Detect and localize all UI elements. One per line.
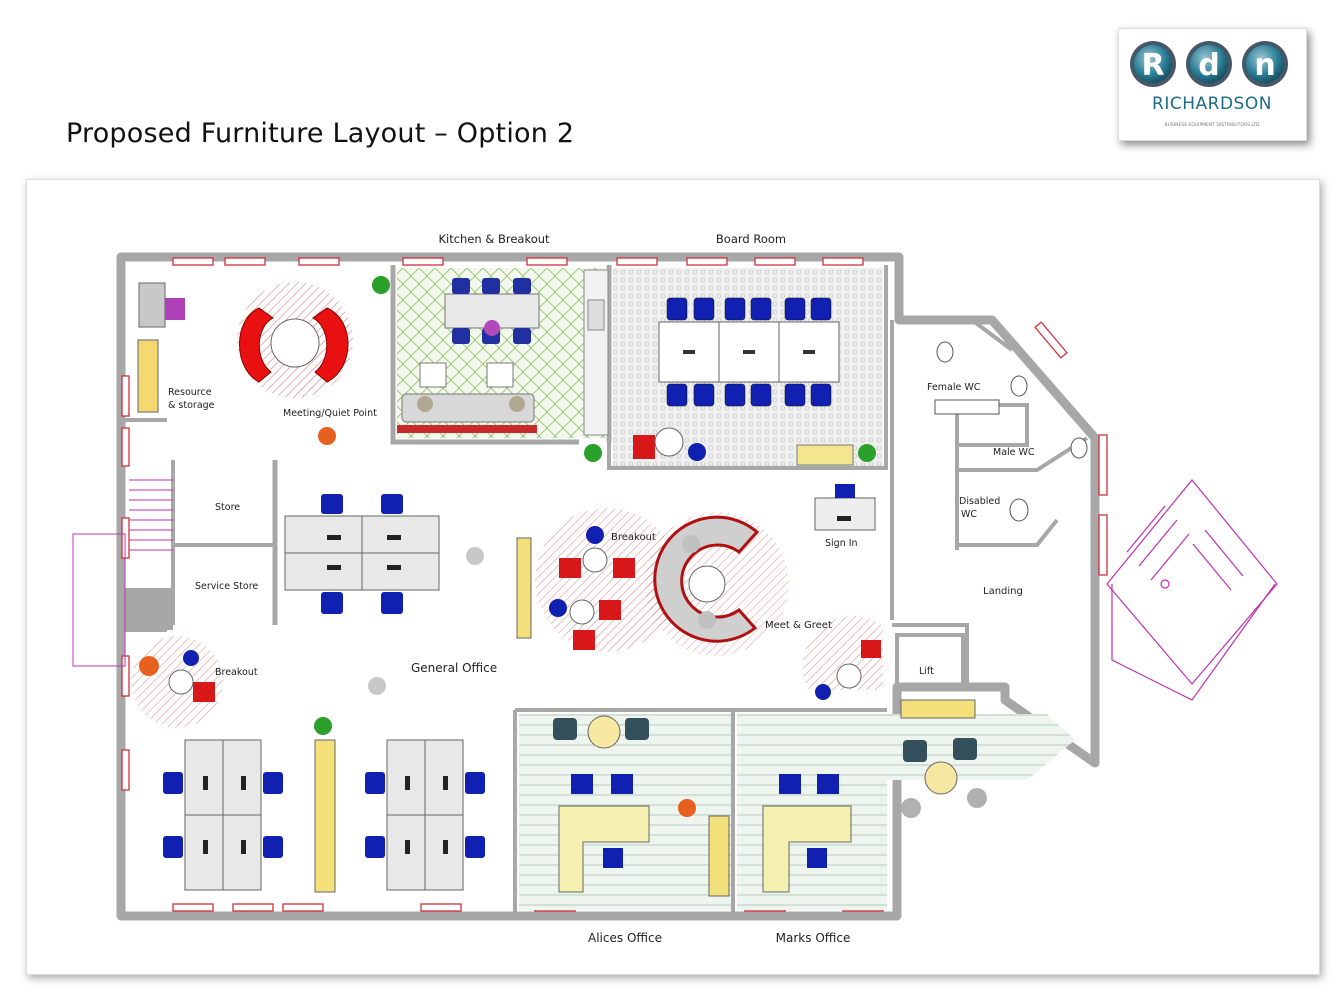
label-resource-storage: & storage bbox=[168, 400, 215, 411]
desk-cluster-2 bbox=[163, 739, 336, 893]
logo-company-name: RICHARDSON bbox=[1152, 94, 1272, 114]
logo-tagline: BUSINESS EQUIPMENT DISTRIBUTORS LTD bbox=[1165, 122, 1260, 128]
label-lift: Lift bbox=[919, 666, 934, 677]
label-breakout-left: Breakout bbox=[215, 667, 258, 678]
label-marks-office: Marks Office bbox=[776, 931, 851, 945]
logo-letter-1: R bbox=[1141, 48, 1164, 83]
building-walls bbox=[116, 252, 1100, 921]
label-sign-in: Sign In bbox=[825, 538, 858, 549]
label-general-office: General Office bbox=[411, 661, 497, 675]
logo-circle-n-icon: n bbox=[1242, 41, 1288, 87]
kitchen-chair bbox=[513, 278, 531, 294]
board-room bbox=[613, 268, 883, 466]
person-icon bbox=[901, 798, 921, 818]
label-service-store: Service Store bbox=[195, 581, 258, 592]
landing-lounge bbox=[887, 699, 1075, 818]
label-disabled-wc: WC bbox=[961, 509, 977, 520]
copier-icon bbox=[138, 282, 166, 328]
logo-circle-d-icon: d bbox=[1186, 41, 1232, 87]
floor-plan: Kitchen & Breakout Board Room Resource &… bbox=[26, 179, 1320, 975]
alices-office bbox=[519, 714, 731, 910]
label-male-wc: Male WC bbox=[993, 447, 1035, 458]
kitchen-counter bbox=[583, 269, 609, 436]
person-icon bbox=[509, 396, 525, 412]
logo-letter-2: d bbox=[1198, 48, 1219, 83]
label-female-wc: Female WC bbox=[927, 382, 981, 393]
stairs-left bbox=[72, 479, 173, 667]
breakout-right bbox=[802, 615, 883, 700]
stool bbox=[688, 443, 706, 461]
bench-storage bbox=[516, 537, 532, 639]
person-icon bbox=[139, 656, 159, 676]
person-icon bbox=[698, 611, 716, 629]
label-alices-office: Alices Office bbox=[588, 931, 662, 945]
main-stairs bbox=[1106, 479, 1278, 701]
kitchen-chair bbox=[452, 328, 470, 344]
label-store: Store bbox=[215, 502, 240, 513]
kitchen-chair bbox=[513, 328, 531, 344]
person-icon bbox=[466, 547, 484, 565]
label-breakout-center: Breakout bbox=[611, 532, 656, 543]
label-meeting: Meeting/Quiet Point bbox=[283, 408, 377, 419]
reception-desk bbox=[653, 515, 760, 643]
storage-cabinet bbox=[137, 339, 159, 413]
credenza bbox=[796, 444, 854, 466]
breakout-left bbox=[131, 636, 386, 728]
person-icon bbox=[318, 427, 336, 445]
label-board-room: Board Room bbox=[716, 232, 786, 246]
person-icon bbox=[484, 320, 500, 336]
sink-icon bbox=[587, 299, 605, 331]
kitchen-area bbox=[397, 268, 609, 438]
kitchen-chair bbox=[452, 278, 470, 294]
label-kitchen: Kitchen & Breakout bbox=[438, 232, 550, 246]
person-icon bbox=[368, 677, 386, 695]
resource-storage bbox=[137, 282, 185, 413]
sign-in-desk bbox=[814, 484, 876, 531]
logo-letter-3: n bbox=[1254, 48, 1275, 83]
label-disabled: Disabled bbox=[959, 496, 1000, 507]
person-icon bbox=[967, 788, 987, 808]
person-icon bbox=[682, 535, 700, 553]
person-icon bbox=[417, 396, 433, 412]
breakout-center bbox=[535, 508, 679, 652]
person-icon bbox=[165, 298, 185, 320]
person-icon bbox=[678, 799, 696, 817]
logo-circle-r-icon: R bbox=[1130, 41, 1176, 87]
kitchen-sofa bbox=[401, 393, 535, 423]
kitchen-chair bbox=[482, 278, 500, 294]
page-title: Proposed Furniture Layout – Option 2 bbox=[66, 118, 575, 149]
desk-cluster-3 bbox=[365, 739, 485, 891]
desk-cluster-1 bbox=[284, 494, 532, 639]
wc-fixtures bbox=[934, 341, 1088, 522]
kitchen-stool bbox=[419, 362, 447, 388]
windows bbox=[121, 257, 1108, 912]
column-block bbox=[125, 588, 173, 630]
company-logo: R d n RICHARDSON BUSINESS EQUIPMENT DIST… bbox=[1118, 28, 1307, 141]
red-sofa-right bbox=[312, 307, 349, 383]
red-chair bbox=[633, 435, 655, 459]
kitchen-stool bbox=[486, 362, 514, 388]
meet-greet bbox=[645, 512, 789, 656]
meeting-quiet-point bbox=[237, 282, 353, 445]
red-sofa-left bbox=[239, 307, 274, 383]
marks-office bbox=[737, 714, 887, 910]
room-labels: Kitchen & Breakout Board Room Resource &… bbox=[168, 232, 1035, 945]
label-meet-greet: Meet & Greet bbox=[765, 620, 832, 631]
label-landing: Landing bbox=[983, 586, 1023, 597]
label-resource: Resource bbox=[168, 387, 212, 398]
side-table bbox=[654, 427, 684, 457]
